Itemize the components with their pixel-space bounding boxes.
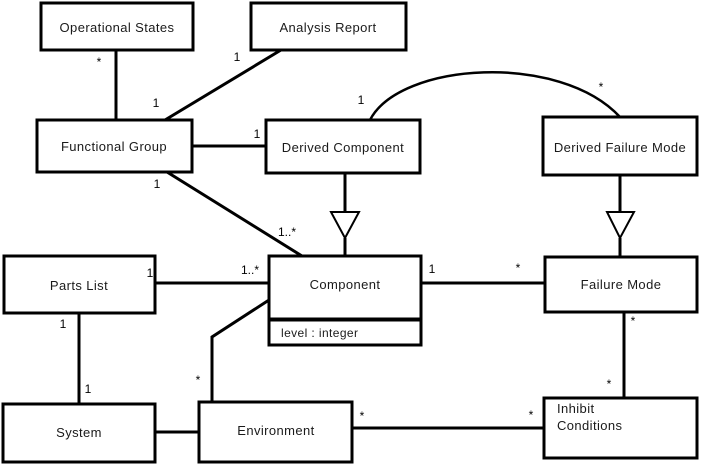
multiplicity-parts-list-system-one-top: 1 <box>60 317 67 331</box>
class-box-environment[interactable]: Environment <box>197 400 354 464</box>
class-box-derived-failure-mode-rect <box>541 115 699 177</box>
class-name-inhibit-conditions-line1: Inhibit <box>557 401 595 416</box>
multiplicity-parts-list-system-one-bottom: 1 <box>85 382 92 396</box>
generalization-triangle-component <box>329 211 361 241</box>
multiplicity-parts-list-component-one: 1 <box>147 266 154 280</box>
class-box-analysis-report[interactable]: Analysis Report <box>249 1 408 52</box>
class-box-environment-rect <box>197 400 354 464</box>
multiplicity-failure-mode-inhibit-star-bottom: * <box>607 377 612 391</box>
generalization-triangle-failure-mode <box>605 211 636 241</box>
class-box-functional-group[interactable]: Functional Group <box>35 118 194 174</box>
multiplicity-functional-group-component-one: 1 <box>154 177 161 191</box>
multiplicity-failure-mode-from-component-star: * <box>516 261 521 275</box>
class-box-failure-mode[interactable]: Failure Mode <box>543 255 699 314</box>
multiplicity-analysis-report-one: 1 <box>234 50 241 64</box>
class-name-component: Component <box>310 277 381 292</box>
class-box-component-rect <box>267 254 423 321</box>
class-box-component[interactable]: Component level : integer <box>267 254 423 347</box>
class-name-inhibit-conditions-line2: Conditions <box>557 418 623 433</box>
class-box-system[interactable]: System <box>1 402 157 464</box>
class-box-functional-group-rect <box>35 118 194 174</box>
class-box-system-rect <box>1 402 157 464</box>
edge-functional-group-component <box>166 170 303 258</box>
class-box-failure-mode-rect <box>543 255 699 314</box>
class-box-inhibit-conditions-rect <box>542 396 699 460</box>
class-box-operational-states-rect <box>39 1 195 52</box>
edge-derived-component-derived-failure-mode <box>368 71 621 121</box>
class-box-derived-component-rect <box>264 118 422 175</box>
multiplicity-component-from-functional-group-one-star: 1..* <box>278 225 296 239</box>
class-box-derived-failure-mode[interactable]: Derived Failure Mode <box>541 115 699 177</box>
class-attributes-compartment-component <box>267 318 423 347</box>
class-name-environment: Environment <box>237 423 314 438</box>
class-name-operational-states: Operational States <box>60 20 175 35</box>
class-attribute-component-level: level : integer <box>281 326 358 340</box>
multiplicity-failure-mode-inhibit-star-top: * <box>631 314 636 328</box>
multiplicity-derived-failure-mode-arc-star: * <box>599 80 604 94</box>
multiplicity-environment-component-star: * <box>196 373 201 387</box>
class-box-parts-list[interactable]: Parts List <box>2 254 157 315</box>
multiplicity-environment-inhibit-star-right: * <box>529 408 534 422</box>
class-box-inhibit-conditions[interactable]: Inhibit Conditions <box>542 396 699 460</box>
class-box-parts-list-rect <box>2 254 157 315</box>
multiplicity-component-from-parts-list-one-star: 1..* <box>241 263 259 277</box>
multiplicity-derived-component-arc-one: 1 <box>358 93 365 107</box>
multiplicity-derived-component-one: 1 <box>254 127 261 141</box>
class-box-analysis-report-rect <box>249 1 408 52</box>
class-name-derived-failure-mode: Derived Failure Mode <box>554 140 686 155</box>
class-name-system: System <box>56 425 102 440</box>
multiplicity-operational-states-star: * <box>97 55 102 69</box>
class-name-analysis-report: Analysis Report <box>279 20 376 35</box>
class-name-parts-list: Parts List <box>50 278 108 293</box>
class-name-derived-component: Derived Component <box>282 140 404 155</box>
class-name-functional-group: Functional Group <box>61 139 167 154</box>
multiplicity-functional-group-analysis-report-one: 1 <box>153 96 160 110</box>
class-box-operational-states[interactable]: Operational States <box>39 1 195 52</box>
multiplicity-environment-inhibit-star-left: * <box>360 409 365 423</box>
multiplicity-component-failure-mode-one: 1 <box>429 262 436 276</box>
class-name-failure-mode: Failure Mode <box>581 277 662 292</box>
class-box-derived-component[interactable]: Derived Component <box>264 118 422 175</box>
edge-component-environment <box>210 298 270 402</box>
edge-functional-group-analysis-report <box>164 48 282 122</box>
